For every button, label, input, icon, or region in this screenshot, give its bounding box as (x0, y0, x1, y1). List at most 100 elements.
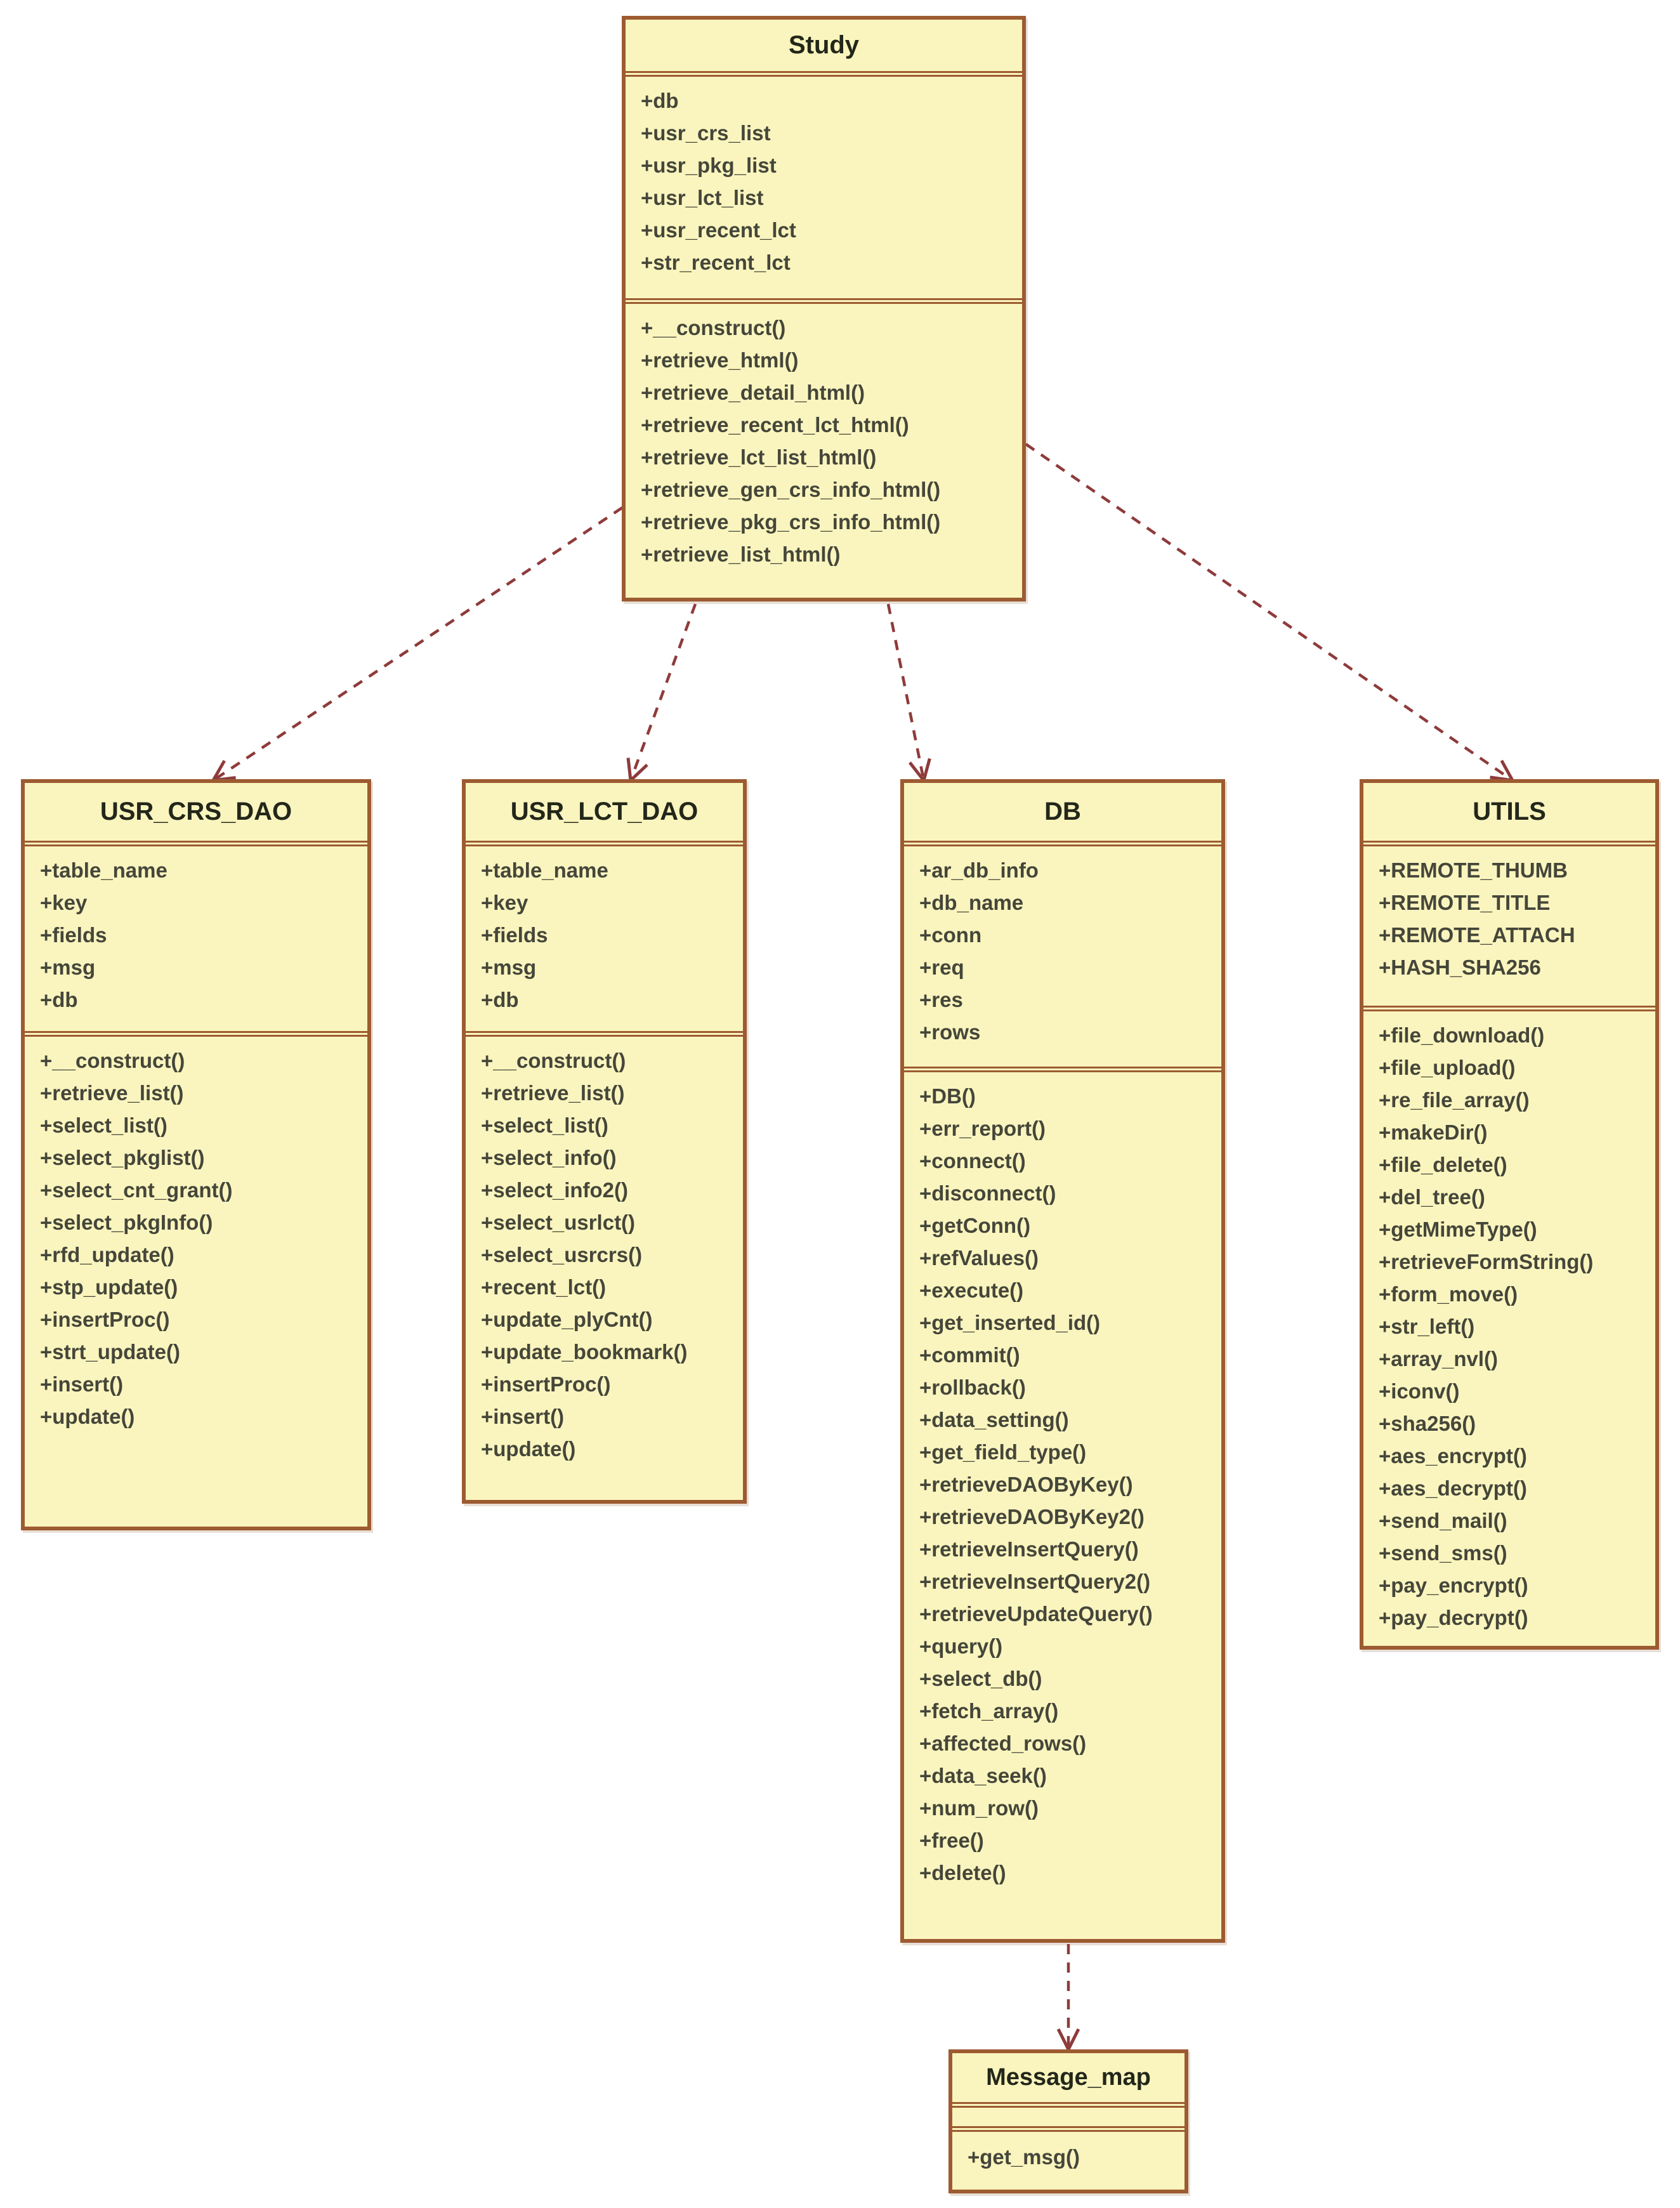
member-line: +select_list() (40, 1114, 167, 1137)
member-line: +key (40, 891, 88, 914)
member-line: +DB() (919, 1084, 976, 1108)
member-line: +getConn() (919, 1214, 1031, 1237)
member-line: +rows (919, 1020, 981, 1044)
class-usr-lct-dao[interactable]: USR_LCT_DAO +table_name+key+fields+msg+d… (462, 779, 747, 1504)
attributes-section: +table_name+key+fields+msg+db (466, 846, 743, 1037)
member-line: +pay_decrypt() (1379, 1606, 1528, 1629)
member-line: +delete() (919, 1861, 1006, 1884)
member-line: +stp_update() (40, 1275, 178, 1299)
member-line: +del_tree() (1379, 1185, 1485, 1209)
methods-section: +__construct()+retrieve_html()+retrieve_… (626, 304, 1022, 598)
member-line: +get_field_type() (919, 1440, 1087, 1464)
methods-section: +DB()+err_report()+connect()+disconnect(… (904, 1072, 1221, 1939)
attributes-section: +REMOTE_THUMB+REMOTE_TITLE+REMOTE_ATTACH… (1363, 846, 1655, 1011)
member-line: +aes_encrypt() (1379, 1444, 1527, 1468)
class-title: DB (904, 783, 1221, 846)
methods-section: +__construct()+retrieve_list()+select_li… (25, 1037, 367, 1527)
member-line: +fields (40, 923, 107, 947)
member-line: +update_plyCnt() (481, 1308, 653, 1331)
member-line: +data_setting() (919, 1408, 1069, 1431)
member-line: +usr_recent_lct (641, 218, 796, 242)
member-line: +query() (919, 1634, 1003, 1658)
member-line: +select_info() (481, 1146, 617, 1169)
member-line: +update() (481, 1437, 576, 1461)
dependency-arrow-study-utils (1025, 443, 1516, 783)
member-line: +file_download() (1379, 1023, 1545, 1047)
member-line: +usr_lct_list (641, 186, 764, 209)
member-line: +commit() (919, 1343, 1020, 1367)
member-line: +re_file_array() (1379, 1088, 1530, 1112)
methods-section: +__construct()+retrieve_list()+select_li… (466, 1037, 743, 1500)
member-line: +update_bookmark() (481, 1340, 688, 1364)
member-line: +get_inserted_id() (919, 1311, 1101, 1334)
member-line: +retrieveDAOByKey2() (919, 1505, 1145, 1528)
member-line: +HASH_SHA256 (1379, 956, 1541, 979)
member-line: +retrieveDAOByKey() (919, 1473, 1133, 1496)
member-line: +select_cnt_grant() (40, 1178, 233, 1202)
member-line: +get_msg() (968, 2145, 1080, 2169)
member-line: +insertProc() (481, 1372, 611, 1396)
member-line: +strt_update() (40, 1340, 180, 1364)
methods-section: +file_download() +file_upload() +re_file_a… (1363, 1011, 1655, 1646)
member-line: +recent_lct() (481, 1275, 607, 1299)
member-line: +db (481, 988, 519, 1011)
class-title: Message_map (952, 2053, 1185, 2108)
attributes-section: +db+usr_crs_list+usr_pkg_list+usr_lct_li… (626, 77, 1022, 304)
member-line: +retrieve_detail_html() (641, 381, 865, 404)
attributes-section: +table_name +key +fields +msg +db (25, 846, 367, 1037)
dependency-arrow-study-db (886, 603, 931, 784)
member-line: +fields (481, 923, 548, 947)
member-line: +retrieve_list() (481, 1081, 625, 1105)
class-message-map[interactable]: Message_map +get_msg() (948, 2049, 1188, 2193)
member-line: +select_usrcrs() (481, 1243, 643, 1266)
member-line: +retrieveInsertQuery2() (919, 1570, 1151, 1593)
member-line: +db_name (919, 891, 1024, 914)
class-title: USR_LCT_DAO (466, 783, 743, 846)
member-line: +conn (919, 923, 982, 947)
attributes-section: +ar_db_info+db_name+conn+req+res+rows (904, 846, 1221, 1072)
member-line: +REMOTE_TITLE (1379, 891, 1551, 914)
member-line: +update() (40, 1405, 135, 1428)
member-line: +res (919, 988, 963, 1011)
member-line: +aes_decrypt() (1379, 1476, 1527, 1500)
member-line: +disconnect() (919, 1181, 1056, 1205)
member-line: +select_info2() (481, 1178, 628, 1202)
member-line: +num_row() (919, 1796, 1039, 1820)
member-line: +retrieve_lct_list_html() (641, 445, 877, 469)
member-line: +select_usrlct() (481, 1211, 636, 1234)
member-line: +file_delete() (1379, 1153, 1507, 1176)
member-line: +fetch_array() (919, 1699, 1059, 1723)
member-line: +retrieveInsertQuery() (919, 1537, 1139, 1561)
member-line: +insertProc() (40, 1308, 170, 1331)
member-line: +retrieve_pkg_crs_info_html() (641, 510, 941, 534)
member-line: +err_report() (919, 1117, 1046, 1140)
member-line: +__construct() (641, 316, 786, 339)
member-line: +usr_pkg_list (641, 154, 777, 177)
class-study[interactable]: Study +db+usr_crs_list+usr_pkg_list+usr_… (622, 16, 1026, 601)
class-title: USR_CRS_DAO (25, 783, 367, 846)
member-line: +db (40, 988, 78, 1011)
member-line: +sha256() (1379, 1412, 1476, 1435)
member-line: +req (919, 956, 964, 979)
member-line: +insert() (40, 1372, 124, 1396)
member-line: +str_recent_lct (641, 251, 791, 274)
member-line: +select_pkgInfo() (40, 1211, 213, 1234)
class-db[interactable]: DB +ar_db_info+db_name+conn+req+res+rows… (900, 779, 1225, 1943)
member-line: +rfd_update() (40, 1243, 174, 1266)
member-line: +msg (481, 956, 537, 979)
member-line: +table_name (40, 858, 167, 882)
member-line: +msg (40, 956, 96, 979)
dependency-arrow-study-usr-lct-dao (626, 603, 697, 784)
member-line: +retrieve_list_html() (641, 542, 841, 566)
class-utils[interactable]: UTILS +REMOTE_THUMB+REMOTE_TITLE+REMOTE_… (1360, 779, 1659, 1650)
member-line: +retrieveUpdateQuery() (919, 1602, 1153, 1626)
member-line: +file_upload() (1379, 1056, 1516, 1079)
class-usr-crs-dao[interactable]: USR_CRS_DAO +table_name +key +fields +msg +d… (21, 779, 371, 1530)
member-line: +retrieveFormString() (1379, 1250, 1594, 1273)
member-line: +data_seek() (919, 1764, 1047, 1787)
member-line: +retrieve_gen_crs_info_html() (641, 478, 941, 501)
member-line: +makeDir() (1379, 1120, 1488, 1144)
member-line: +array_nvl() (1379, 1347, 1499, 1370)
member-line: +select_pkglist() (40, 1146, 205, 1169)
